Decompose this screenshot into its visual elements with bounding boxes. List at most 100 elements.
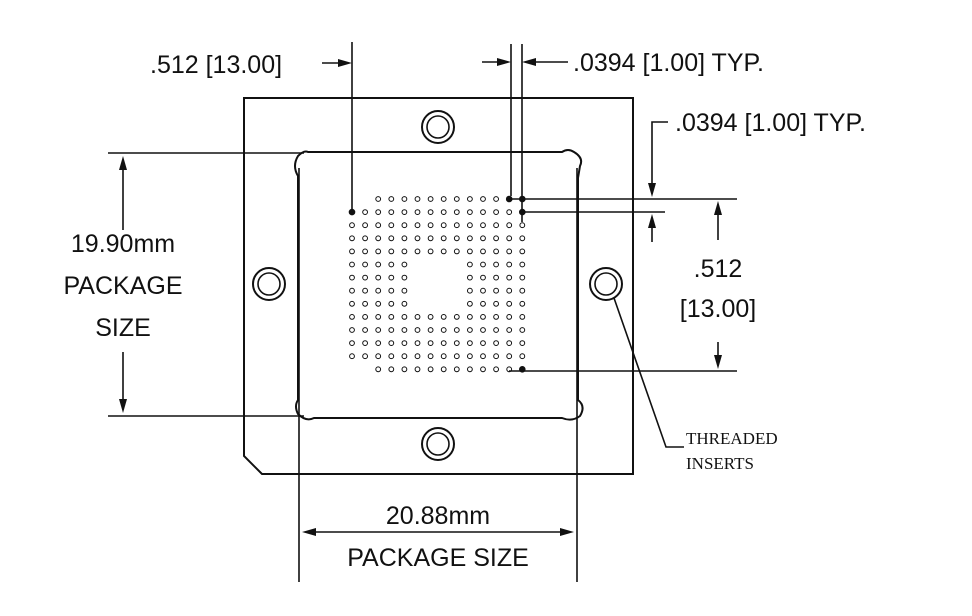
pin-contact xyxy=(480,340,486,347)
pin-contact xyxy=(440,314,447,320)
pin-contact xyxy=(440,327,447,333)
pin-contact xyxy=(519,287,526,294)
pin-contact xyxy=(453,366,460,373)
pin-contact xyxy=(493,353,500,360)
top-right-dimension-label: .0394 [1.00] TYP. xyxy=(573,49,764,77)
pin-contact xyxy=(493,196,500,202)
pin-contact xyxy=(401,287,408,294)
pin-contact xyxy=(519,235,526,242)
dim-arrowhead xyxy=(338,59,352,67)
pin-contact xyxy=(375,353,382,360)
pin-contact xyxy=(480,261,486,268)
pin-contact xyxy=(388,340,395,347)
pin-contact xyxy=(480,222,486,229)
pin-contact xyxy=(480,287,486,294)
pin-contact xyxy=(349,222,355,229)
pin-contact xyxy=(480,274,486,281)
pin-contact xyxy=(427,248,434,255)
pin-contact xyxy=(362,287,369,294)
pin-contact xyxy=(362,261,369,268)
pin-contact xyxy=(388,366,395,373)
pin-contact xyxy=(480,209,486,216)
pin-contact xyxy=(388,261,395,268)
pin-contact xyxy=(414,222,421,229)
pin-contact xyxy=(414,353,421,360)
pin-contact xyxy=(519,314,526,320)
pin-contact xyxy=(467,274,473,281)
pin-contact xyxy=(480,196,486,202)
pin-contact xyxy=(467,300,473,307)
pin-contact xyxy=(401,196,408,202)
bottom-size-label: PACKAGE SIZE xyxy=(347,544,529,572)
pin-contact xyxy=(506,314,513,320)
pin-contact xyxy=(401,222,408,229)
pin-contact xyxy=(453,314,460,320)
pin-contact xyxy=(388,222,395,229)
pin-contact xyxy=(349,314,355,320)
pin-contact xyxy=(362,274,369,281)
right-dimension-value: .512 xyxy=(694,255,743,283)
pin-contact xyxy=(453,248,460,255)
pin-contact xyxy=(349,261,355,268)
pin-contact xyxy=(493,300,500,307)
dim-arrowhead xyxy=(714,355,722,369)
pin-contact xyxy=(375,222,382,229)
pin-contact xyxy=(388,314,395,320)
pin-contact xyxy=(427,209,434,216)
pin-contact xyxy=(480,314,486,320)
pin-contact xyxy=(427,222,434,229)
dim-arrowhead xyxy=(560,528,574,536)
note-threaded: THREADED xyxy=(686,429,778,448)
pin-contact xyxy=(388,287,395,294)
dim-arrowhead xyxy=(522,58,536,66)
bottom-size-value: 20.88mm xyxy=(386,502,490,530)
pin-contact xyxy=(519,340,526,347)
pin-contact xyxy=(401,327,408,333)
pin-contact xyxy=(493,235,500,242)
pin-contact xyxy=(453,340,460,347)
dim-arrowhead xyxy=(714,201,722,215)
dim-arrowhead xyxy=(648,183,656,197)
pin-contact xyxy=(440,353,447,360)
pin-contact xyxy=(388,235,395,242)
right-pitch-dimension-label: .0394 [1.00] TYP. xyxy=(675,109,866,137)
pin-contact xyxy=(388,353,395,360)
pin-contact xyxy=(467,196,473,202)
pin-contact xyxy=(375,248,382,255)
pin-contact xyxy=(467,261,473,268)
pin-contact xyxy=(506,274,513,281)
dim-arrowhead xyxy=(302,528,316,536)
dim-arrowhead xyxy=(119,156,127,170)
pin-contact xyxy=(375,300,382,307)
pin-contact xyxy=(519,248,526,255)
threaded-insert-left xyxy=(252,267,286,301)
dim-leader-line xyxy=(651,121,668,184)
pin-contact xyxy=(480,327,486,333)
pin-contact xyxy=(519,261,526,268)
pin-contact xyxy=(388,327,395,333)
right-dimension-metric: [13.00] xyxy=(680,295,756,323)
pin-contact xyxy=(440,196,447,202)
pin-contact xyxy=(401,261,408,268)
pin-contact xyxy=(519,300,526,307)
pin-contact xyxy=(349,274,355,281)
pin-contact xyxy=(375,235,382,242)
pin-contact xyxy=(440,222,447,229)
pin-contact xyxy=(375,274,382,281)
pin-contact xyxy=(401,340,408,347)
pin-contact xyxy=(362,353,369,360)
threaded-insert-bottom xyxy=(421,427,455,461)
pin-array xyxy=(348,195,526,373)
pin-contact xyxy=(493,261,500,268)
pin-contact xyxy=(493,274,500,281)
pin-contact xyxy=(506,300,513,307)
pin-contact xyxy=(349,235,355,242)
pin-contact xyxy=(440,248,447,255)
pin-contact xyxy=(414,235,421,242)
pin-contact xyxy=(401,353,408,360)
pin-contact xyxy=(414,327,421,333)
pin-contact xyxy=(467,327,473,333)
pin-contact xyxy=(427,314,434,320)
pin-contact xyxy=(453,353,460,360)
